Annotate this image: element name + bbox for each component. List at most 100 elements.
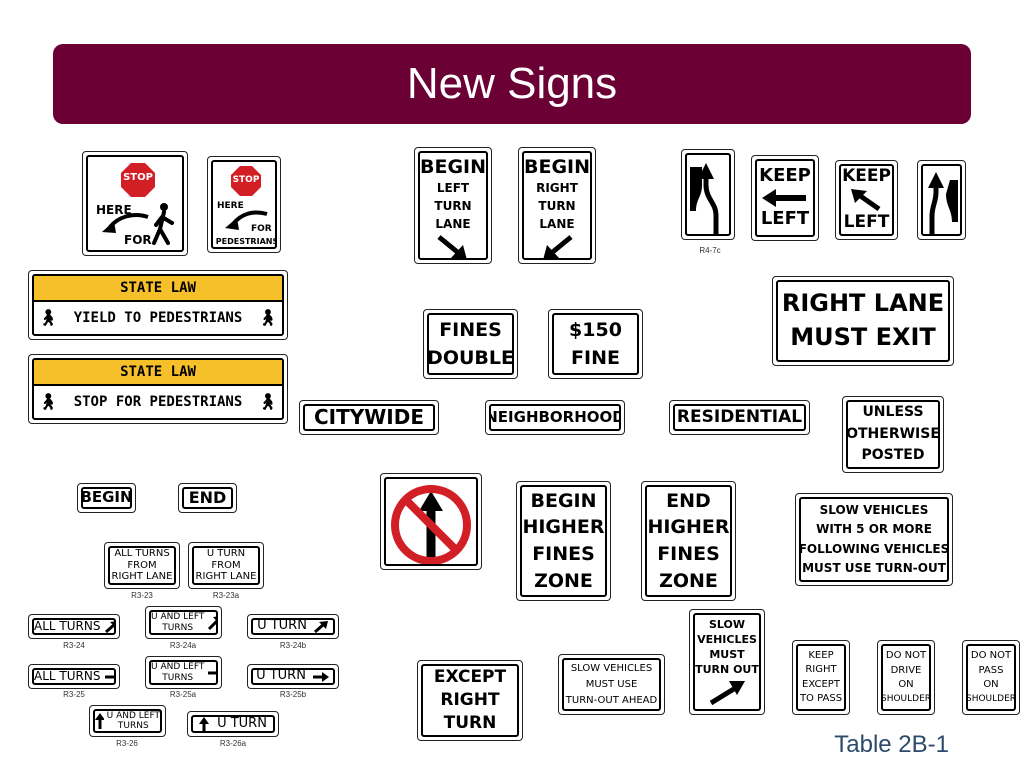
arrow-right-icon: [208, 671, 216, 674]
lane-shift-left-icon: [690, 163, 719, 234]
sign-keep-right-except-to-pass: KEEP RIGHT EXCEPT TO PASS: [792, 640, 850, 715]
sign-line: TURN: [443, 712, 497, 733]
sign-unless-otherwise-posted: UNLESS OTHERWISE POSTED: [842, 396, 944, 473]
sign-line: STATE LAW: [120, 363, 196, 380]
sign-r3-24: ALL TURNS: [28, 614, 120, 639]
sign-line: FROM: [127, 559, 157, 571]
sign-line: MUST: [709, 647, 745, 661]
sign-begin-plaque: BEGIN: [77, 483, 136, 513]
sign-code: R3-25b: [279, 690, 307, 699]
pedestrian-icon: 🚶︎: [38, 307, 59, 327]
pedestrian-icon: 🚶︎: [38, 391, 59, 411]
pedestrian-icon: 🚶︎: [257, 307, 278, 327]
stop-text: STOP: [232, 175, 260, 185]
for-text: FOR: [251, 224, 272, 234]
sign-line: OTHERWISE: [846, 425, 940, 442]
sign-line: LEFT: [760, 208, 810, 229]
sign-r3-25b: U TURN: [247, 664, 339, 689]
sign-code: R3-23: [131, 591, 153, 600]
sign-line: ON: [983, 679, 999, 691]
sign-line: POSTED: [861, 447, 925, 464]
arrow-up-right-icon: [709, 681, 745, 706]
sign-line: TURNS: [117, 721, 149, 731]
sign-begin-left-turn-lane: BEGIN LEFT TURN LANE: [414, 147, 492, 264]
sign-neighborhood: NEIGHBORHOOD: [485, 400, 625, 435]
sign-line: ON: [898, 679, 914, 691]
sign-line: ZONE: [659, 569, 718, 592]
sign-line: TURN: [538, 198, 576, 213]
arrow-down-right-icon: [437, 234, 467, 258]
sign-line: TURNS: [162, 622, 194, 633]
sign-line: EXCEPT: [433, 667, 507, 688]
sign-lane-shift-right: [917, 160, 966, 240]
sign-line: TO PASS: [799, 693, 843, 704]
sign-line: U TURN: [217, 715, 267, 731]
sign-line: SHOULDER: [881, 693, 931, 704]
sign-slow-vehicles-5-or-more: SLOW VEHICLES WITH 5 OR MORE FOLLOWING V…: [795, 493, 953, 586]
sign-line: PASS: [978, 664, 1004, 676]
sign-keep-left-arrow-left: KEEP LEFT: [751, 155, 819, 241]
here-text: HERE: [96, 203, 132, 217]
sign-r3-26a: U TURN: [187, 711, 279, 737]
sign-line: U AND LEFT: [151, 612, 205, 623]
title-banner: New Signs: [53, 44, 971, 124]
sign-line: KEEP: [808, 649, 834, 661]
sign-line: FOLLOWING VEHICLES: [799, 541, 949, 556]
arrow-up-right-icon: [208, 616, 216, 630]
sign-line: DO NOT: [885, 650, 927, 662]
sign-line: HIGHER: [522, 516, 605, 539]
sign-line: U TURN: [256, 668, 306, 684]
sign-line: LANE: [435, 216, 471, 231]
arrow-right-icon: [105, 675, 114, 678]
sign-line: BEGIN: [530, 489, 597, 512]
sign-line: KEEP: [759, 165, 811, 187]
sign-line: CITYWIDE: [313, 405, 424, 429]
state-law-band: STATE LAW: [34, 276, 282, 302]
table-reference: Table 2B-1: [834, 731, 949, 758]
sign-line: STATE LAW: [120, 279, 196, 296]
sign-line: NEIGHBORHOOD: [489, 407, 621, 426]
sign-line: MUST USE TURN-OUT: [802, 560, 946, 575]
sign-line: MUST USE: [585, 678, 638, 690]
sign-r3-23: ALL TURNS FROM RIGHT LANE: [104, 542, 180, 589]
sign-line: UNLESS: [862, 403, 924, 420]
sign-residential: RESIDENTIAL: [669, 400, 810, 435]
sign-except-right-turn: EXCEPT RIGHT TURN: [417, 660, 523, 741]
sign-stop-here-for-pedestrians: STOP HERE FOR PEDESTRIANS: [207, 156, 281, 253]
sign-150-fine: $150 FINE: [548, 309, 643, 379]
for-text: FOR: [124, 233, 152, 247]
sign-line: END: [666, 489, 711, 512]
sign-line: SLOW: [708, 618, 746, 631]
sign-line: U TURN: [206, 548, 246, 560]
sign-code: R3-25a: [169, 690, 197, 699]
sign-line: TURN OUT: [695, 662, 759, 676]
sign-line: DOUBLE: [427, 347, 514, 369]
sign-line: END: [188, 487, 227, 507]
sign-line: RIGHT LANE: [781, 289, 945, 318]
sign-end-higher-fines-zone: END HIGHER FINES ZONE: [641, 481, 736, 601]
sign-r3-25: ALL TURNS: [28, 664, 120, 689]
sign-begin-right-turn-lane: BEGIN RIGHT TURN LANE: [518, 147, 596, 264]
sign-code: R3-24b: [279, 641, 307, 650]
sign-r3-24a: U AND LEFT TURNS: [145, 606, 222, 639]
sign-slow-vehicles-must-turn-out: SLOW VEHICLES MUST TURN OUT: [689, 609, 765, 715]
sign-code: R3-23a: [212, 591, 240, 600]
sign-end-plaque: END: [178, 483, 237, 513]
sign-line: FINES: [657, 543, 720, 565]
sign-begin-higher-fines-zone: BEGIN HIGHER FINES ZONE: [516, 481, 611, 601]
sign-line: SHOULDER: [966, 693, 1016, 704]
stop-octagon-icon: [225, 166, 268, 230]
sign-r3-26: U AND LEFT TURNS: [89, 705, 166, 737]
stop-octagon-icon: [102, 163, 174, 245]
arrow-up-right-icon: [105, 621, 114, 633]
sign-slow-vehicles-turn-out-ahead: SLOW VEHICLES MUST USE TURN-OUT AHEAD: [558, 654, 665, 715]
sign-line: TURNS: [162, 672, 194, 683]
arrow-up-left-icon: [850, 189, 880, 212]
sign-line: TURN-OUT AHEAD: [565, 694, 658, 706]
sign-code: R4-7c: [699, 246, 721, 255]
sign-line: SLOW VEHICLES: [819, 503, 929, 518]
sign-line: DO NOT: [970, 650, 1012, 662]
sign-line: FROM: [211, 559, 241, 571]
sign-line: EXCEPT: [802, 678, 840, 690]
sign-line: RIGHT LANE: [195, 571, 257, 583]
